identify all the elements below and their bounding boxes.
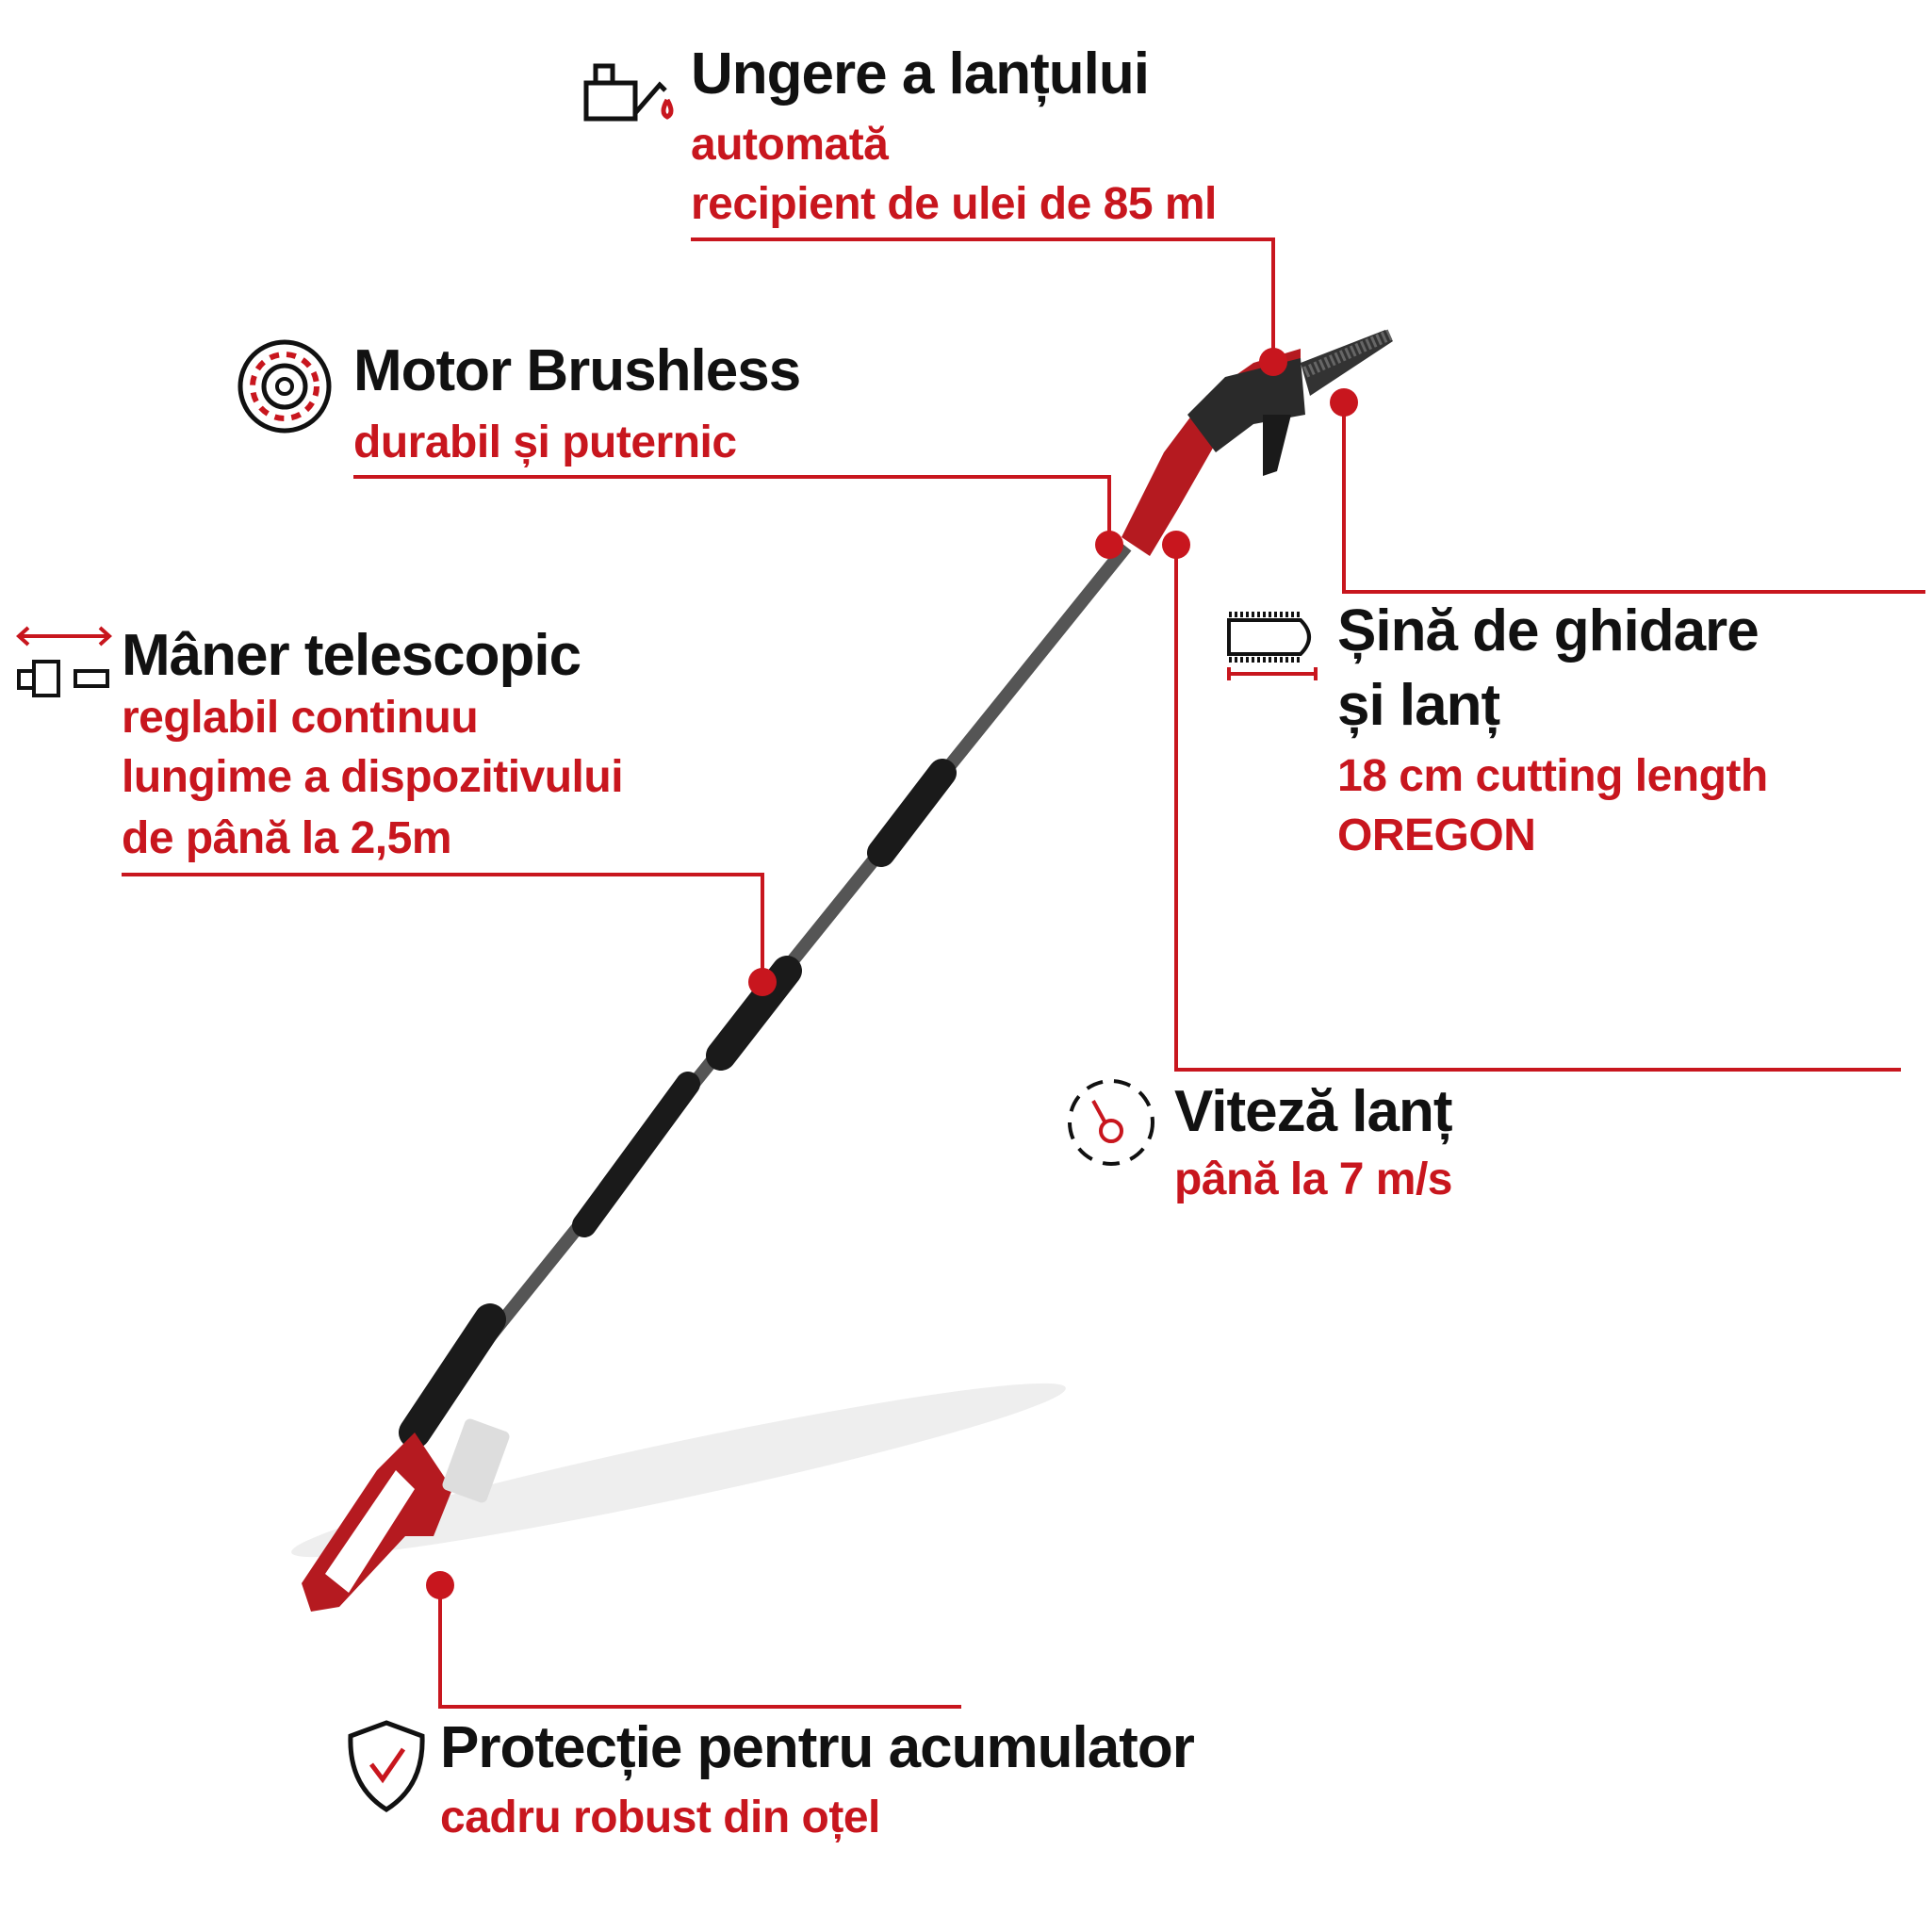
feature-title-motor: Motor Brushless [353, 338, 801, 403]
callout-dots [426, 348, 1358, 1599]
product-shadow [291, 1383, 1066, 1558]
shield-check-icon [348, 1720, 425, 1812]
feature-line: reglabil continuu [122, 693, 479, 743]
feature-line: 18 cm cutting length [1337, 751, 1768, 801]
pole-saw-image [302, 329, 1393, 1612]
feature-line: OREGON [1337, 810, 1536, 860]
oil-can-icon [583, 63, 674, 122]
feature-line: cadru robust din oțel [440, 1793, 880, 1842]
feature-line: până la 7 m/s [1174, 1154, 1452, 1204]
feature-line: de până la 2,5m [122, 813, 452, 863]
speedometer-icon [1068, 1079, 1154, 1166]
feature-line: lungime a dispozitivului [122, 752, 624, 802]
brushless-motor-icon [237, 339, 332, 434]
feature-title-battery-protection: Protecție pentru acumulator [440, 1715, 1195, 1780]
feature-title-chain-lubrication: Ungere a lanțului [691, 41, 1150, 106]
callout-lines [122, 237, 1925, 1709]
feature-title-guide-bar: Șină de ghidare [1337, 598, 1760, 663]
feature-line: automată [691, 120, 889, 170]
feature-title-telescopic: Mâner telescopic [122, 623, 581, 688]
feature-title-chain-speed: Viteză lanț [1174, 1079, 1453, 1144]
feature-line: recipient de ulei de 85 ml [691, 179, 1217, 229]
feature-line: durabil și puternic [353, 418, 737, 467]
guide-bar-chain-icon [1227, 612, 1318, 680]
feature-title-guide-bar-2: și lanț [1337, 673, 1500, 738]
telescopic-handle-icon [16, 626, 112, 697]
